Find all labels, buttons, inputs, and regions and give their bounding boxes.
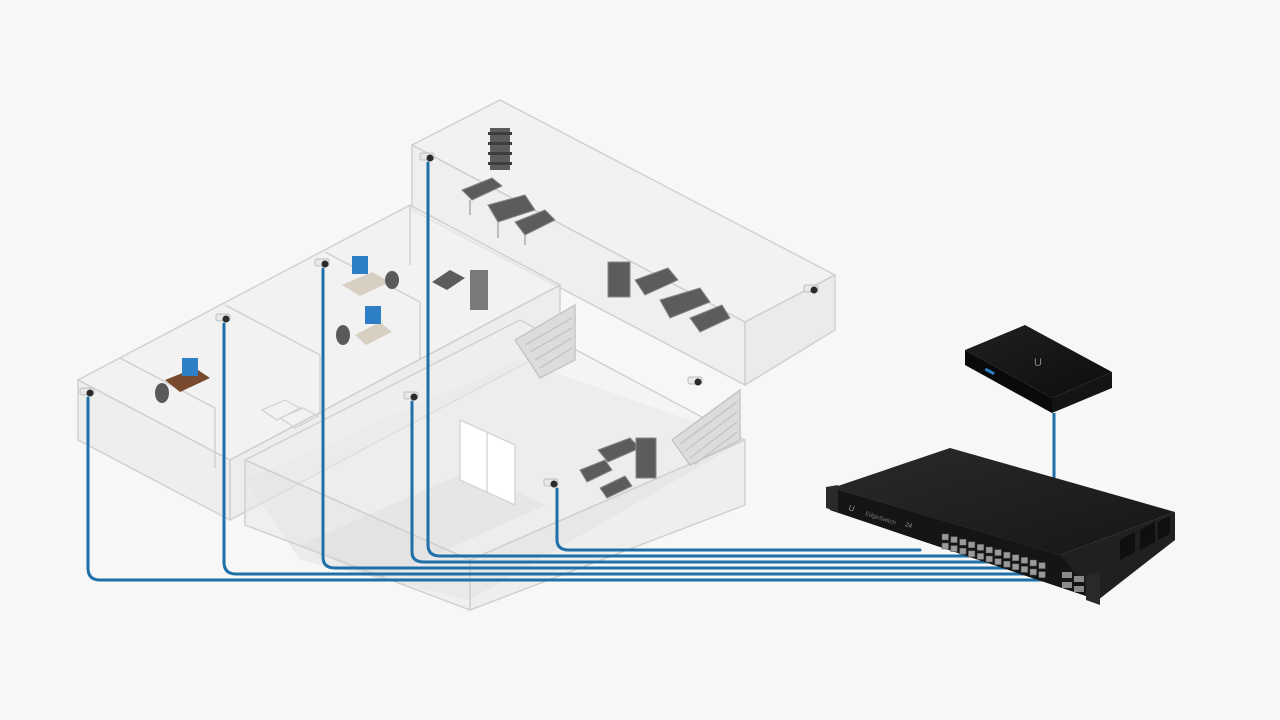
cameras bbox=[79, 152, 819, 488]
ethernet-port[interactable] bbox=[1038, 571, 1046, 578]
desk-icon bbox=[432, 270, 488, 310]
ethernet-port[interactable] bbox=[959, 538, 967, 546]
ethernet-port[interactable] bbox=[994, 549, 1002, 556]
ethernet-port[interactable] bbox=[1020, 566, 1028, 573]
poe-switch[interactable]: U EdgeSwitch 24 bbox=[826, 448, 1175, 605]
staircase-lower bbox=[671, 388, 741, 466]
ethernet-port[interactable] bbox=[968, 541, 976, 549]
furniture bbox=[155, 128, 731, 499]
ethernet-port[interactable] bbox=[1003, 551, 1011, 559]
rack-ear-left bbox=[826, 485, 838, 512]
ethernet-port[interactable] bbox=[1012, 563, 1020, 571]
ethernet-cable bbox=[86, 396, 1047, 582]
ethernet-cable bbox=[426, 161, 1022, 558]
ethernet-port[interactable] bbox=[976, 544, 984, 551]
ethernet-port[interactable] bbox=[950, 545, 958, 552]
camera-icon[interactable] bbox=[314, 258, 330, 268]
camera-icon[interactable] bbox=[79, 387, 95, 397]
camera-icon[interactable] bbox=[803, 284, 819, 294]
sofa-set-icon bbox=[579, 437, 657, 499]
ethernet-port[interactable] bbox=[985, 555, 993, 563]
workstation-icon bbox=[336, 306, 392, 345]
ethernet-port[interactable] bbox=[994, 558, 1002, 565]
cable-runs bbox=[86, 161, 1047, 582]
ethernet-port[interactable] bbox=[1029, 559, 1037, 567]
controller-device[interactable]: U bbox=[965, 325, 1112, 413]
switch-model: 24 bbox=[904, 522, 913, 530]
ethernet-port[interactable] bbox=[959, 547, 967, 555]
controller-logo-icon: U bbox=[1034, 357, 1042, 369]
camera-icon[interactable] bbox=[543, 478, 559, 488]
ethernet-cable bbox=[321, 267, 1037, 570]
sfp-ports bbox=[1062, 572, 1084, 592]
ethernet-port[interactable] bbox=[950, 536, 958, 543]
ethernet-port[interactable] bbox=[1029, 568, 1037, 576]
ethernet-port[interactable] bbox=[941, 542, 949, 550]
ethernet-port[interactable] bbox=[1003, 560, 1011, 568]
sofa-set-icon bbox=[607, 261, 731, 333]
camera-icon[interactable] bbox=[419, 152, 435, 162]
camera-icon[interactable] bbox=[215, 313, 231, 323]
workstation-icon bbox=[155, 358, 210, 403]
ethernet-port[interactable] bbox=[976, 553, 984, 560]
switch-port-array bbox=[941, 533, 1046, 578]
ethernet-port[interactable] bbox=[941, 533, 949, 541]
ethernet-port[interactable] bbox=[1020, 557, 1028, 564]
building bbox=[76, 99, 837, 612]
camera-icon[interactable] bbox=[403, 391, 419, 401]
shelf-icon bbox=[488, 128, 512, 170]
switch-logo-icon: U bbox=[847, 503, 855, 513]
ethernet-port[interactable] bbox=[985, 546, 993, 554]
rack-ear-right bbox=[1086, 572, 1100, 605]
ethernet-cable bbox=[410, 400, 1032, 564]
workstation-icon bbox=[342, 256, 399, 296]
vent-grille bbox=[1120, 516, 1170, 560]
ethernet-port[interactable] bbox=[968, 550, 976, 558]
ethernet-cable bbox=[555, 487, 922, 552]
desk-icon bbox=[260, 399, 320, 429]
ethernet-cable bbox=[222, 322, 1042, 576]
ethernet-port[interactable] bbox=[1038, 562, 1046, 569]
sofa-set-icon bbox=[461, 177, 556, 245]
camera-icon[interactable] bbox=[687, 376, 703, 386]
staircase-upper bbox=[514, 303, 576, 379]
ethernet-port[interactable] bbox=[1012, 554, 1020, 562]
